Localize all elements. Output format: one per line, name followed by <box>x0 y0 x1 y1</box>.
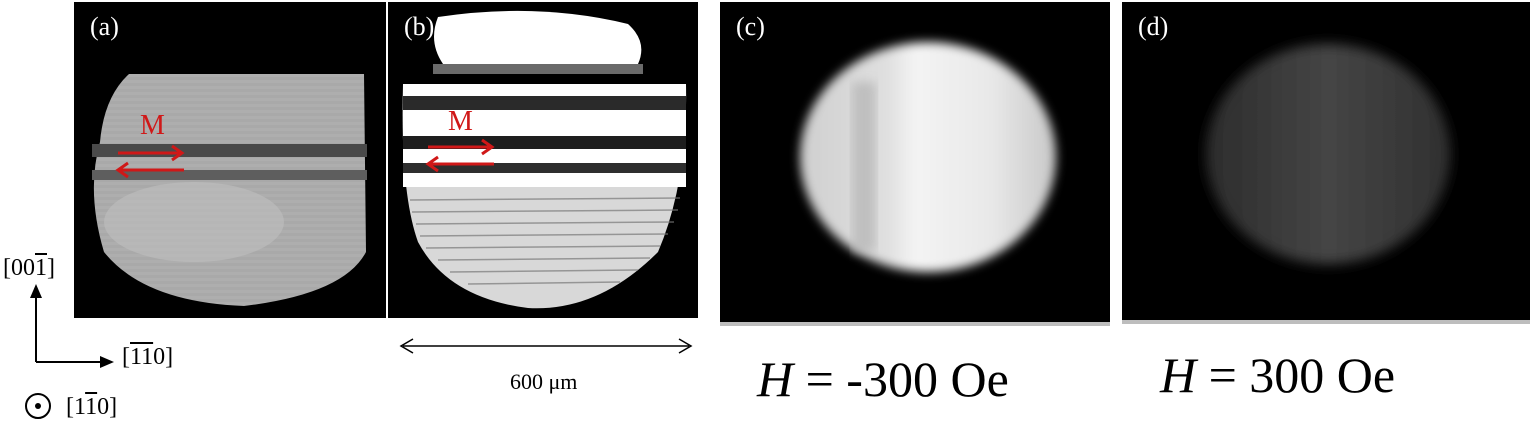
out-of-plane-icon <box>25 393 51 419</box>
panel-a-label: (a) <box>90 12 119 41</box>
axis-vertical-label: [001] <box>3 255 55 281</box>
panel-c-sample-drawing <box>800 42 1056 272</box>
magnetization-label-a: M <box>140 110 165 141</box>
axis-normal-label: [110] <box>66 394 118 420</box>
dark-stripe-b1 <box>403 96 686 110</box>
dark-stripe-b2 <box>403 136 686 149</box>
magnetization-label-b: M <box>448 106 473 137</box>
panel-a-sample-drawing <box>92 74 367 306</box>
panel-a-image: (a) M <box>74 2 386 318</box>
field-label-c: H = -300 Oe <box>757 351 1009 407</box>
panel-d-sample-drawing <box>1206 44 1450 264</box>
dim-disk-d <box>1206 44 1450 264</box>
panel-b-sample-drawing <box>402 10 687 309</box>
dark-stripe-b3 <box>403 163 686 173</box>
panel-c-label: (c) <box>736 12 765 41</box>
scale-bar-label: 600 μm <box>510 369 578 394</box>
scale-bar <box>399 338 693 354</box>
panel-b-label: (b) <box>404 12 435 41</box>
bright-top-region <box>434 10 642 64</box>
dark-stripe-a2 <box>92 170 367 180</box>
bright-disk-c <box>800 42 1056 272</box>
panel-d-image: (d) <box>1122 2 1530 324</box>
panel-c-image: (c) <box>720 2 1110 326</box>
crystal-axes-diagram <box>25 284 114 419</box>
axis-horizontal-label: [110] <box>122 344 174 370</box>
panel-b-image: (b) M <box>388 2 698 318</box>
field-label-d: H = 300 Oe <box>1160 347 1396 403</box>
panel-d-label: (d) <box>1138 12 1169 41</box>
dark-stripe-a1 <box>92 144 367 157</box>
